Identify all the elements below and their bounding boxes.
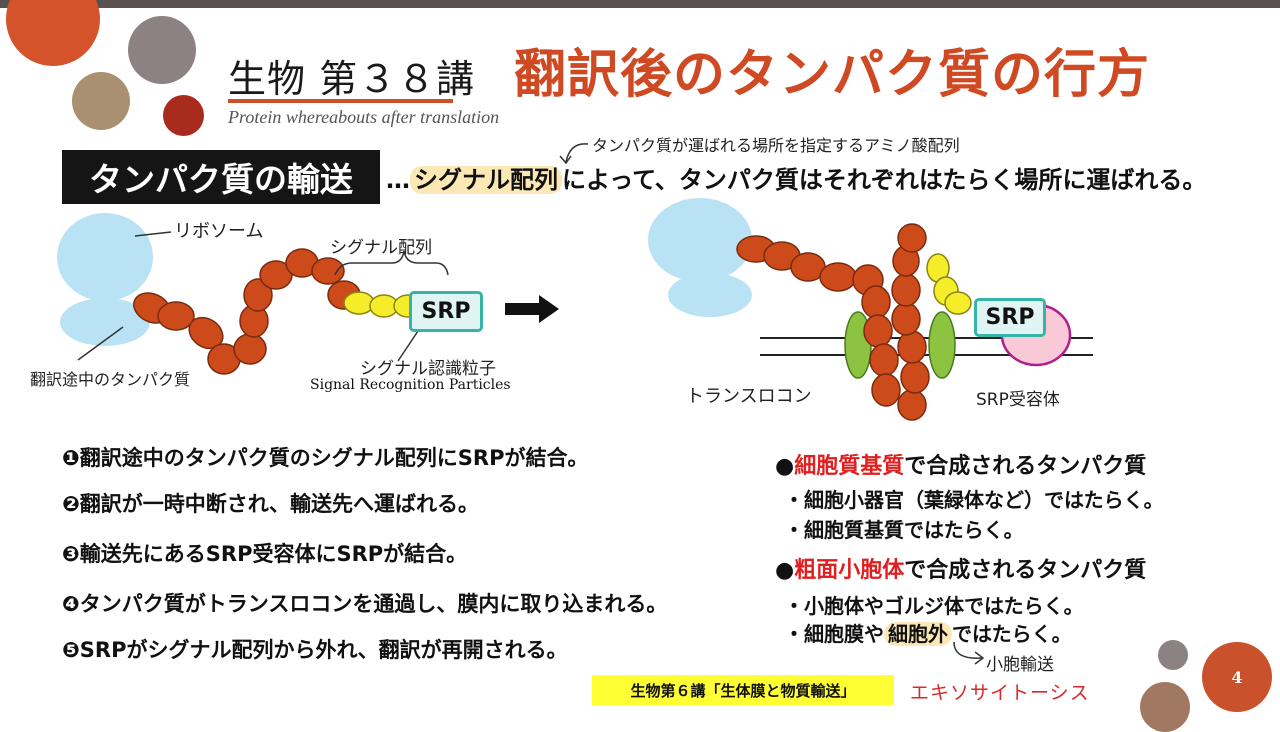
section-lead: …シグナル配列によって、タンパク質はそれぞれはたらく場所に運ばれる。 xyxy=(386,160,1206,195)
cytosol-item-1: ・細胞小器官（葉緑体など）ではたらく。 xyxy=(784,488,1164,512)
decor-circle-tan xyxy=(72,72,130,130)
decor-circle-bottom-gray xyxy=(1158,640,1188,670)
signal-sequence-label: シグナル配列 xyxy=(330,238,432,258)
arrow-right-icon xyxy=(505,295,559,323)
rer-heading: ●粗面小胞体で合成されるタンパク質 xyxy=(775,552,1146,584)
decor-circle-bottom-tan xyxy=(1140,682,1190,732)
protein-chain xyxy=(133,248,361,375)
cytosol-rest-text: で合成されるタンパク質 xyxy=(904,454,1147,479)
course-label: 生物 第３８講 xyxy=(228,57,476,101)
signal-sequence-right xyxy=(926,253,972,315)
ribosome-large xyxy=(57,213,153,301)
srp-jp-label: シグナル認識粒子 xyxy=(360,359,496,379)
lead-rest: によって、タンパク質はそれぞれはたらく場所に運ばれる。 xyxy=(562,166,1207,194)
lead-highlight: シグナル配列 xyxy=(410,166,562,194)
step-3: ❸輸送先にあるSRP受容体にSRPが結合。 xyxy=(62,542,468,566)
rer-rest-text: で合成されるタンパク質 xyxy=(904,558,1147,583)
page-subtitle: Protein whereabouts after translation xyxy=(228,107,500,127)
reference-box: 生物第６講「生体膜と物質輸送」 xyxy=(592,675,894,705)
title-underline xyxy=(228,99,453,103)
rer-item-2: ・細胞膜や細胞外ではたらく。 xyxy=(784,618,1072,647)
vesicle-note-arrow xyxy=(953,641,985,665)
signal-sequence xyxy=(343,291,423,318)
rer-red-text: 粗面小胞体 xyxy=(794,558,905,583)
ribosome-small-right xyxy=(668,273,752,317)
rer-bullet: ● xyxy=(775,558,795,583)
step-1: ❶翻訳途中のタンパク質のシグナル配列にSRPが結合。 xyxy=(62,446,589,470)
signal-note-arrow xyxy=(559,143,589,165)
cytosol-bullet: ● xyxy=(775,454,795,479)
page-title: 翻訳後のタンパク質の行方 xyxy=(514,45,1151,105)
signal-note: タンパク質が運ばれる場所を指定するアミノ酸配列 xyxy=(592,136,960,155)
decor-circle-red xyxy=(163,95,204,136)
section-heading: タンパク質の輸送 xyxy=(62,150,380,204)
rer-item-2-suffix: ではたらく。 xyxy=(952,622,1072,646)
decor-circle-gray xyxy=(128,16,196,84)
exocytosis-label: エキソサイトーシス xyxy=(910,682,1090,704)
top-bar xyxy=(0,0,1280,8)
ribosome-label: リボソーム xyxy=(174,221,264,242)
cytosol-item-2: ・細胞質基質ではたらく。 xyxy=(784,518,1024,542)
translocon-right xyxy=(928,311,956,379)
step-5: ❺SRPがシグナル配列から外れ、翻訳が再開される。 xyxy=(62,638,568,662)
srp-receptor-label: SRP受容体 xyxy=(976,390,1060,410)
step-2: ❷翻訳が一時中断され、輸送先へ運ばれる。 xyxy=(62,492,479,516)
cytosol-red-text: 細胞質基質 xyxy=(794,454,905,479)
protein-chain-right xyxy=(736,223,930,421)
vesicle-note: 小胞輸送 xyxy=(986,655,1054,675)
ribosome-small xyxy=(60,298,150,346)
page-number: 4 xyxy=(1202,642,1272,712)
translocon-label: トランスロコン xyxy=(686,386,812,407)
ribosome-large-right xyxy=(648,198,752,282)
step-4: ❹タンパク質がトランスロコンを通過し、膜内に取り込まれる。 xyxy=(62,592,668,616)
extracellular-highlight: 細胞外 xyxy=(884,622,952,646)
rer-item-2-prefix: ・細胞膜や xyxy=(784,622,884,646)
srp-particle-right: SRP xyxy=(974,298,1046,337)
cytosol-heading: ●細胞質基質で合成されるタンパク質 xyxy=(775,448,1146,480)
diagram-left xyxy=(57,213,449,375)
lead-prefix: … xyxy=(386,166,410,194)
srp-particle-left: SRP xyxy=(409,291,483,332)
srp-en-label: Signal Recognition Particles xyxy=(310,377,511,393)
decor-circle-orange xyxy=(6,0,100,66)
protein-label: 翻訳途中のタンパク質 xyxy=(30,370,191,389)
rer-item-1: ・小胞体やゴルジ体ではたらく。 xyxy=(784,594,1084,618)
